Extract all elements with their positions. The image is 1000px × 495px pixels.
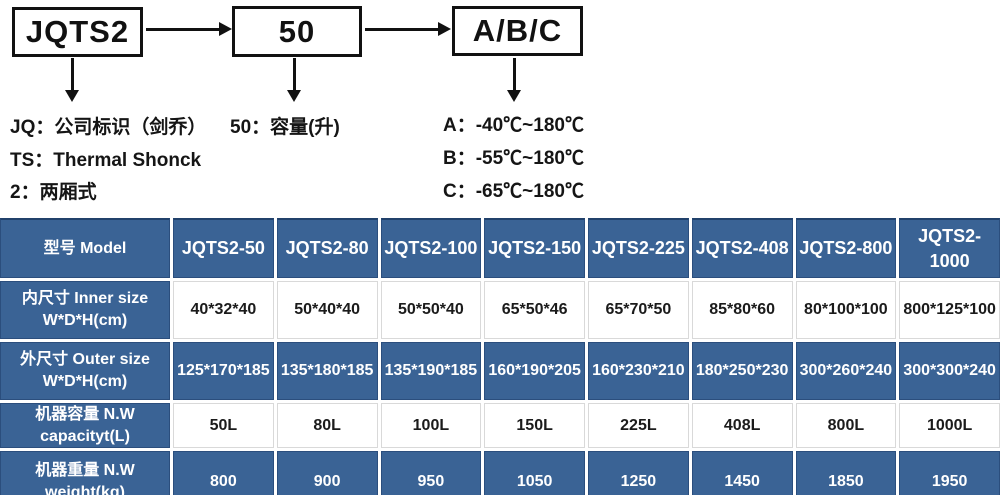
model-column-header: JQTS2-50 — [173, 218, 274, 278]
legend-company-id: JQ：公司标识（剑乔） — [10, 117, 207, 138]
spec-value: 1950 — [899, 451, 1000, 495]
spec-value: 40*32*40 — [173, 281, 274, 339]
spec-value: 1850 — [795, 451, 897, 495]
model-code-box-capacity: 50 — [232, 6, 362, 57]
legend-thermal-shock: TS：Thermal Shonck — [10, 150, 202, 171]
spec-value: 65*50*46 — [484, 281, 585, 339]
spec-value: 225L — [588, 403, 689, 448]
spec-value: 50L — [173, 403, 274, 448]
model-column-header: JQTS2-800 — [795, 218, 897, 278]
spec-value: 800*125*100 — [899, 281, 1000, 339]
spec-value: 80L — [276, 403, 378, 448]
legend-grade-b: B：-55℃~180℃ — [443, 148, 584, 169]
spec-value: 160*230*210 — [588, 342, 689, 400]
legend-grade-c: C：-65℃~180℃ — [443, 181, 584, 202]
spec-value: 50*40*40 — [276, 281, 378, 339]
model-column-header: JQTS2-225 — [588, 218, 689, 278]
spec-value: 800L — [795, 403, 897, 448]
model-code-box-temp-grade: A/B/C — [452, 6, 583, 56]
model-code-box-brand: JQTS2 — [12, 7, 143, 57]
spec-value: 100L — [380, 403, 482, 448]
spec-value: 135*190*185 — [380, 342, 482, 400]
spec-value: 180*250*230 — [691, 342, 793, 400]
spec-value: 408L — [691, 403, 793, 448]
spec-value: 125*170*185 — [173, 342, 274, 400]
spec-value: 900 — [276, 451, 378, 495]
model-column-header: JQTS2-1000 — [899, 218, 1000, 278]
model-column-header: JQTS2-408 — [691, 218, 793, 278]
spec-value: 50*50*40 — [380, 281, 482, 339]
down-arrow-icon — [507, 58, 521, 102]
spec-value: 85*80*60 — [691, 281, 793, 339]
model-column-header: JQTS2-100 — [380, 218, 482, 278]
right-arrow-icon — [365, 22, 451, 36]
spec-value: 65*70*50 — [588, 281, 689, 339]
spec-value: 1450 — [691, 451, 793, 495]
right-arrow-icon — [146, 22, 232, 36]
model-column-header: JQTS2-150 — [484, 218, 585, 278]
down-arrow-icon — [65, 58, 79, 102]
spec-value: 1250 — [588, 451, 689, 495]
spec-value: 135*180*185 — [276, 342, 378, 400]
spec-value: 1000L — [899, 403, 1000, 448]
spec-value: 1050 — [484, 451, 585, 495]
spec-value: 300*300*240 — [899, 342, 1000, 400]
spec-value: 150L — [484, 403, 585, 448]
spec-value: 300*260*240 — [795, 342, 897, 400]
spec-value: 160*190*205 — [484, 342, 585, 400]
legend-capacity: 50：容量(升) — [230, 117, 340, 138]
legend-two-zone: 2：两厢式 — [10, 182, 97, 203]
down-arrow-icon — [287, 58, 301, 102]
spec-value: 80*100*100 — [795, 281, 897, 339]
spec-value: 950 — [380, 451, 482, 495]
model-column-header: JQTS2-80 — [276, 218, 378, 278]
legend-grade-a: A：-40℃~180℃ — [443, 115, 584, 136]
spec-value: 800 — [173, 451, 274, 495]
table-header-model-label: 型号 Model — [0, 218, 170, 278]
